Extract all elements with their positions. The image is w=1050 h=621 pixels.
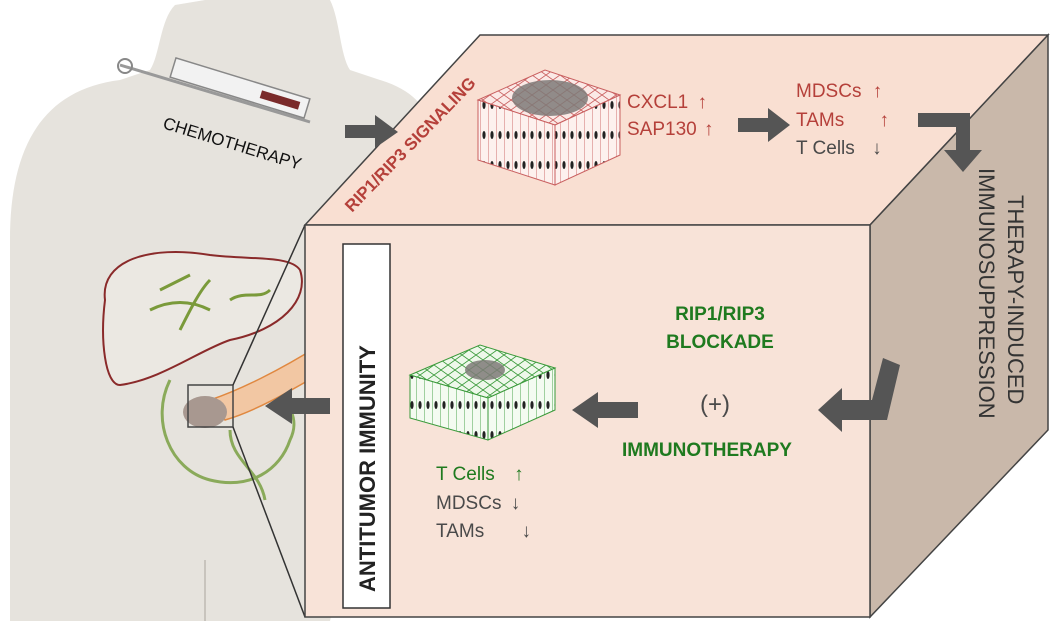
mdscs-bottom-label: MDSCs: [436, 493, 502, 514]
therapy-induced-label-line1: THERAPY-INDUCED: [1003, 195, 1028, 404]
antitumor-label-box: [342, 243, 391, 609]
blockade-label-line2: BLOCKADE: [666, 332, 774, 353]
blockade-label-line1: RIP1/RIP3: [675, 304, 765, 325]
zoom-line-top: [232, 224, 306, 386]
down-arrow-icon: ↓: [872, 138, 882, 159]
immunotherapy-label: IMMUNOTHERAPY: [622, 440, 792, 461]
tcells-top-label: T Cells: [796, 138, 855, 159]
arrow-blockade-to-green: [572, 392, 638, 428]
tumor-tissue-green: [408, 344, 557, 441]
pancreas-icon: [160, 343, 337, 501]
up-arrow-icon: ↑: [514, 464, 524, 485]
mdscs-top-label: MDSCs: [796, 81, 862, 102]
arrow-antitumor-to-pancreas: [265, 388, 330, 424]
liver-icon: [102, 251, 303, 387]
down-arrow-icon: ↓: [510, 493, 521, 514]
syringe-icon: [117, 57, 311, 124]
tams-top-label: TAMs: [796, 110, 845, 131]
plus-label: (+): [700, 391, 730, 418]
arrow-side-to-blockade: [818, 358, 900, 432]
down-arrow-icon: ↓: [521, 521, 531, 542]
tams-bottom-label: TAMs: [436, 521, 485, 542]
antitumor-label: ANTITUMOR IMMUNITY: [355, 345, 380, 592]
cxcl1-label: CXCL1: [627, 92, 689, 113]
therapy-induced-label-line2: IMMUNOSUPPRESSION: [974, 168, 999, 419]
zoom-line-bottom: [232, 426, 306, 618]
arrow-chemo-to-box: [345, 115, 398, 148]
arrow-cytokines-to-cells: [738, 108, 790, 142]
up-arrow-icon: ↑: [697, 92, 708, 113]
tumor-tissue-red: [476, 69, 622, 186]
up-arrow-icon: ↑: [872, 81, 883, 102]
arrow-cells-to-side: [918, 113, 982, 172]
tcells-bottom-label: T Cells: [436, 464, 495, 485]
box-front-face: [304, 224, 871, 618]
sap130-label: SAP130: [627, 119, 697, 140]
up-arrow-icon: ↑: [704, 119, 714, 140]
three-d-box: [303, 33, 1050, 619]
up-arrow-icon: ↑: [879, 110, 889, 131]
